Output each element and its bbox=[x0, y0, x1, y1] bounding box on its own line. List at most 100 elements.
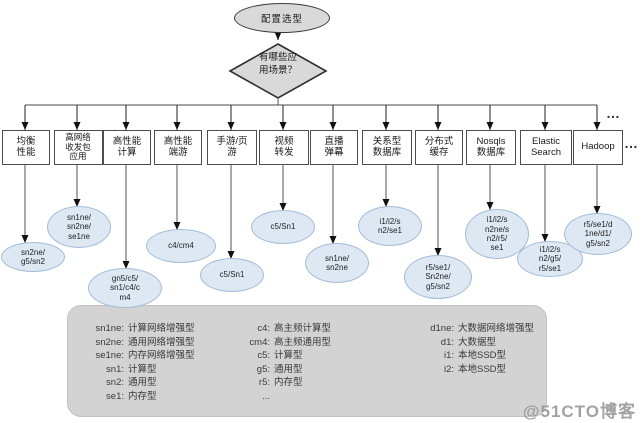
ellipsis-more-right: … bbox=[624, 135, 638, 151]
legend-code: c5: bbox=[257, 350, 270, 361]
legend-entry: i2: 本地SSD型 bbox=[414, 363, 534, 377]
legend-desc: 本地SSD型 bbox=[458, 350, 507, 361]
legend-desc: 大数据网络增强型 bbox=[458, 323, 535, 334]
legend-code: se1ne: bbox=[95, 350, 124, 361]
scenario-box-label: 高性能 bbox=[112, 135, 142, 147]
instance-ellipse: c5/Sn1 bbox=[200, 258, 264, 292]
legend-code: d1ne: bbox=[430, 323, 454, 334]
legend-desc: 计算网络增强型 bbox=[128, 323, 195, 334]
instance-ellipse-label: n2ne/s bbox=[484, 224, 510, 234]
scenario-box: 高性能端游 bbox=[154, 130, 202, 165]
legend-code: i1: bbox=[443, 350, 454, 361]
scenario-box: Hadoop bbox=[573, 130, 623, 165]
legend-desc: 通用型 bbox=[274, 363, 303, 375]
legend-entry: sn1:计算型 bbox=[80, 363, 195, 377]
legend-entry: r5: 内存型 bbox=[236, 376, 331, 390]
scenario-box-label: Search bbox=[530, 146, 562, 158]
scenario-box-label: 均衡 bbox=[16, 135, 36, 147]
legend-desc: 高主频通用型 bbox=[274, 336, 332, 348]
scenario-box: 均衡性能 bbox=[2, 130, 50, 165]
scenario-box: 手游/页游 bbox=[207, 130, 257, 165]
scenario-box-label: Hadoop bbox=[581, 141, 615, 153]
legend-entry: d1:大数据型 bbox=[414, 336, 534, 350]
legend-code: i2: bbox=[443, 363, 454, 375]
legend-desc: 本地SSD型 bbox=[458, 363, 507, 375]
legend-entry: sn2ne:通用网络增强型 bbox=[80, 336, 194, 350]
scenario-box-label: 应用 bbox=[69, 151, 87, 162]
scenario-box-label: 游 bbox=[227, 146, 237, 158]
instance-ellipse: sn1ne/sn2ne bbox=[305, 243, 369, 283]
instance-ellipse-label: 1ne/d1/ bbox=[584, 229, 612, 239]
instance-ellipse-label: r5/se1 bbox=[538, 263, 562, 273]
legend-code: cm4: bbox=[249, 336, 270, 348]
legend-entry: c5:计算型 bbox=[236, 349, 331, 363]
scenario-box-label: 转发 bbox=[274, 146, 294, 158]
instance-ellipse-label: sn1/c4/c bbox=[110, 283, 140, 293]
instance-ellipse-label: i1/i2/s bbox=[539, 245, 561, 255]
scenario-box-label: 数据库 bbox=[476, 146, 506, 158]
scenario-box: 高性能计算 bbox=[103, 130, 151, 165]
instance-ellipse: sn1ne/sn2ne/se1ne bbox=[47, 206, 111, 248]
instance-ellipse-label: r5/se1/d bbox=[583, 220, 613, 230]
scenario-box-label: 弹幕 bbox=[324, 146, 344, 158]
scenario-box-label: 计算 bbox=[117, 146, 137, 158]
legend-entry: ... bbox=[236, 390, 331, 404]
legend-entry: sn1ne:计算网络增强型 bbox=[80, 322, 195, 336]
watermark: @51CTO博客 bbox=[522, 402, 636, 421]
instance-ellipse-label: c5/Sn1 bbox=[219, 270, 245, 280]
instance-ellipse-label: se1 bbox=[490, 243, 504, 253]
legend-code: sn2ne: bbox=[95, 336, 124, 348]
instance-ellipse-label: n2/se1 bbox=[377, 226, 403, 235]
start-node: 配置选型 bbox=[234, 3, 330, 33]
instance-ellipse-label: Sn2ne/ bbox=[425, 272, 451, 282]
instance-ellipse-label: n2/g5/ bbox=[538, 254, 562, 264]
instance-ellipse-label: r5/se1/ bbox=[425, 263, 451, 273]
legend-entry: i1: 本地SSD型 bbox=[414, 349, 534, 363]
legend-desc: 内存网络增强型 bbox=[128, 350, 195, 361]
legend-desc: 通用型 bbox=[128, 377, 157, 388]
legend-code: g5: bbox=[256, 363, 270, 375]
legend-entry: se1:内存型 bbox=[80, 390, 195, 404]
legend-entry: g5: 通用型 bbox=[236, 363, 331, 377]
legend-code: r5: bbox=[258, 377, 270, 388]
scenario-box-label: Elastic bbox=[532, 135, 560, 147]
scenario-box-label: 高网络 bbox=[65, 132, 91, 143]
instance-ellipse-label: sn2ne bbox=[326, 263, 348, 272]
instance-ellipse-label: n2/r5/ bbox=[486, 234, 508, 243]
legend-code: d1: bbox=[440, 336, 454, 348]
scenario-box-label: 端游 bbox=[168, 146, 188, 158]
instance-ellipse-label: i1/i2/s bbox=[486, 215, 508, 225]
legend-desc: 内存型 bbox=[274, 377, 303, 388]
instance-ellipse-label: c4/cm4 bbox=[168, 241, 194, 251]
legend-code: sn1: bbox=[106, 363, 124, 375]
legend-desc: 高主频计算型 bbox=[274, 323, 332, 334]
ellipsis-more-top: … bbox=[606, 105, 620, 121]
instance-ellipse: sn2ne/g5/sn2 bbox=[1, 242, 65, 272]
scenario-box-label: 分布式 bbox=[424, 135, 454, 147]
instance-ellipse-label: sn2ne/ bbox=[20, 247, 46, 257]
legend-entry: sn2: 通用型 bbox=[80, 376, 195, 390]
instance-ellipse: r5/se1/Sn2ne/g5/sn2 bbox=[404, 255, 472, 299]
instance-ellipse-label: gn5/c5/ bbox=[111, 274, 139, 284]
scenario-box: 视频转发 bbox=[259, 130, 309, 165]
start-node-label: 配置选型 bbox=[260, 14, 303, 25]
decision-label: 有哪些应用场景？ bbox=[258, 52, 297, 76]
legend-entry: cm4: 高主频通用型 bbox=[236, 336, 331, 350]
legend-code: sn2: bbox=[106, 377, 124, 388]
scenario-box-label: 视频 bbox=[274, 135, 294, 147]
scenario-box: 关系型数据库 bbox=[362, 130, 412, 165]
instance-ellipse: c4/cm4 bbox=[146, 229, 216, 263]
legend-code: c4: bbox=[257, 323, 270, 334]
scenario-box-label: 直播 bbox=[324, 135, 344, 147]
scenario-box-label: 缓存 bbox=[429, 146, 449, 158]
